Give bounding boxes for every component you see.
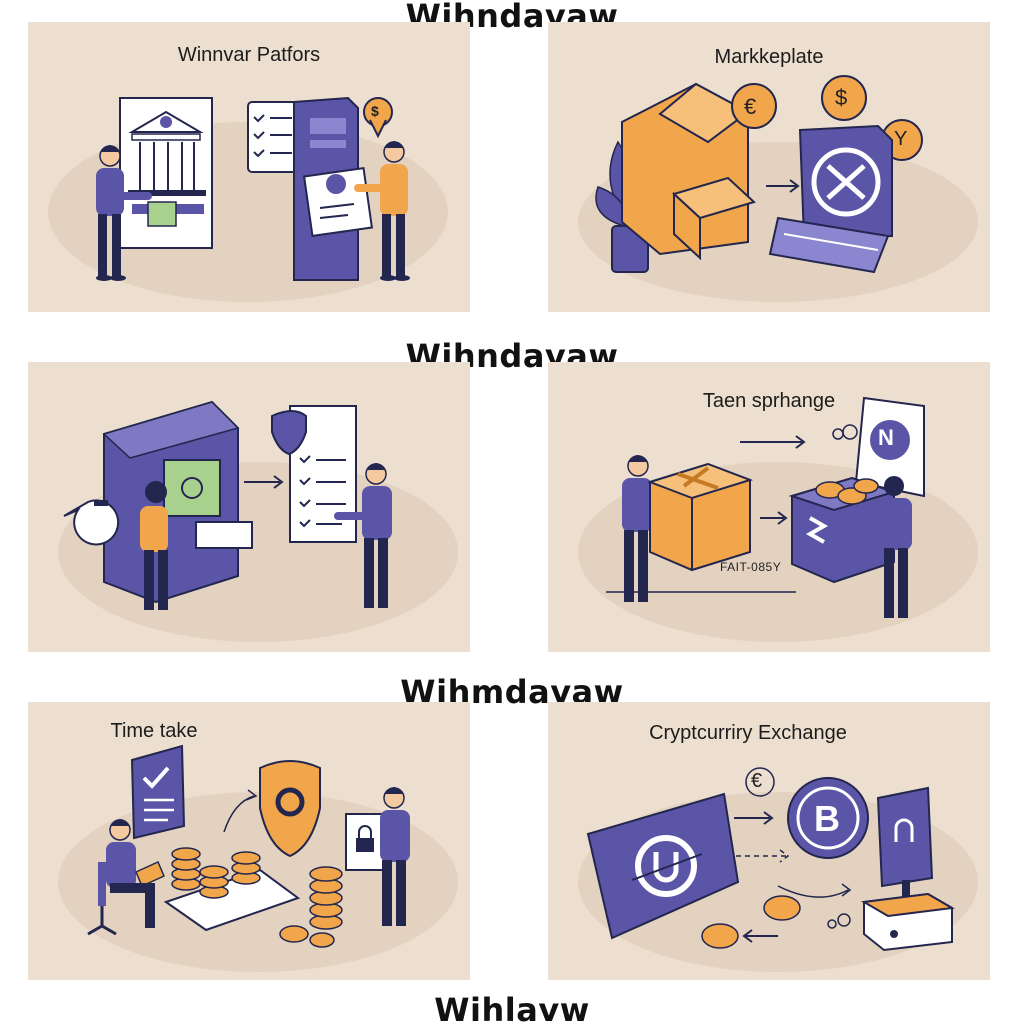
dollar-pin-icon: $ bbox=[371, 103, 380, 119]
panel-title: Winnvar Patfors bbox=[177, 44, 321, 66]
panel-title: Taen sprhange bbox=[702, 390, 836, 412]
panel-time-take: Time take bbox=[28, 702, 470, 980]
panel-winnvar-patfors: Winnvar Patfors $ bbox=[28, 22, 470, 312]
exchange-label: FAIT-085Y bbox=[720, 560, 782, 574]
panel-atm-withdraw bbox=[28, 362, 470, 652]
panel-taen-sprhange: Taen sprhange FAIT-085Y N bbox=[548, 362, 990, 652]
euro-coin-icon: € bbox=[751, 770, 763, 792]
panel-title: Time take bbox=[110, 720, 198, 742]
panel-markkeplate: Markkeplate € $ Y bbox=[548, 22, 990, 312]
panel-title: Markkeplate bbox=[714, 46, 824, 68]
yen-coin-icon: Y bbox=[894, 128, 908, 150]
panel-cryptcurriry-exchange: Cryptcurriry Exchange € B bbox=[548, 702, 990, 980]
dollar-coin-icon: $ bbox=[835, 85, 848, 110]
euro-coin-icon: € bbox=[744, 94, 757, 119]
n-badge-icon: N bbox=[878, 425, 895, 450]
panel-title: Cryptcurriry Exchange bbox=[649, 722, 847, 744]
bitcoin-icon: B bbox=[814, 798, 841, 839]
section-heading-4: Wihlavw bbox=[434, 991, 590, 1029]
